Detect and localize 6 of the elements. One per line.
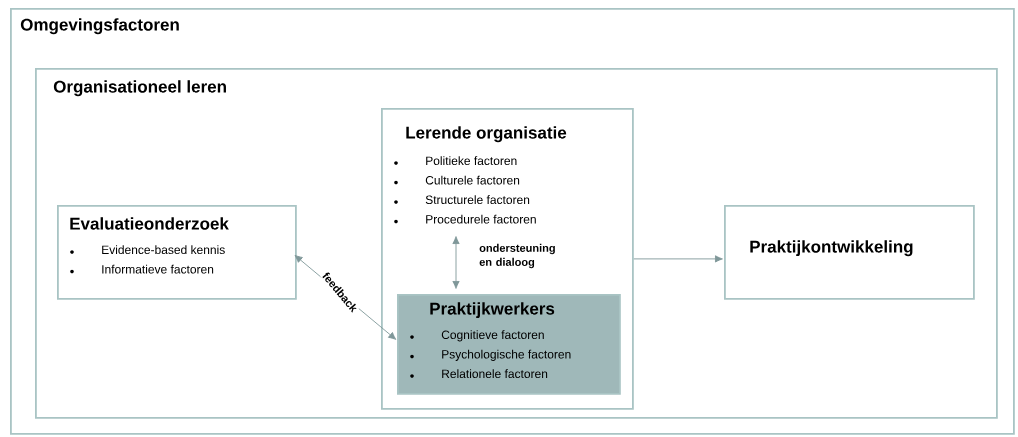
arrow: [633, 255, 723, 263]
edge-label: ondersteuning en dialoog: [478, 242, 561, 270]
process-box: Evaluatieonderzoek Evidence-based kennis Informatieve factoren: [57, 205, 297, 300]
process-box: Praktijkontwikkeling: [724, 205, 975, 300]
process-box: Praktijkwerkers Cognitieve factoren Psychologische factoren Relationele factoren: [397, 294, 621, 395]
arrow: [452, 236, 460, 289]
